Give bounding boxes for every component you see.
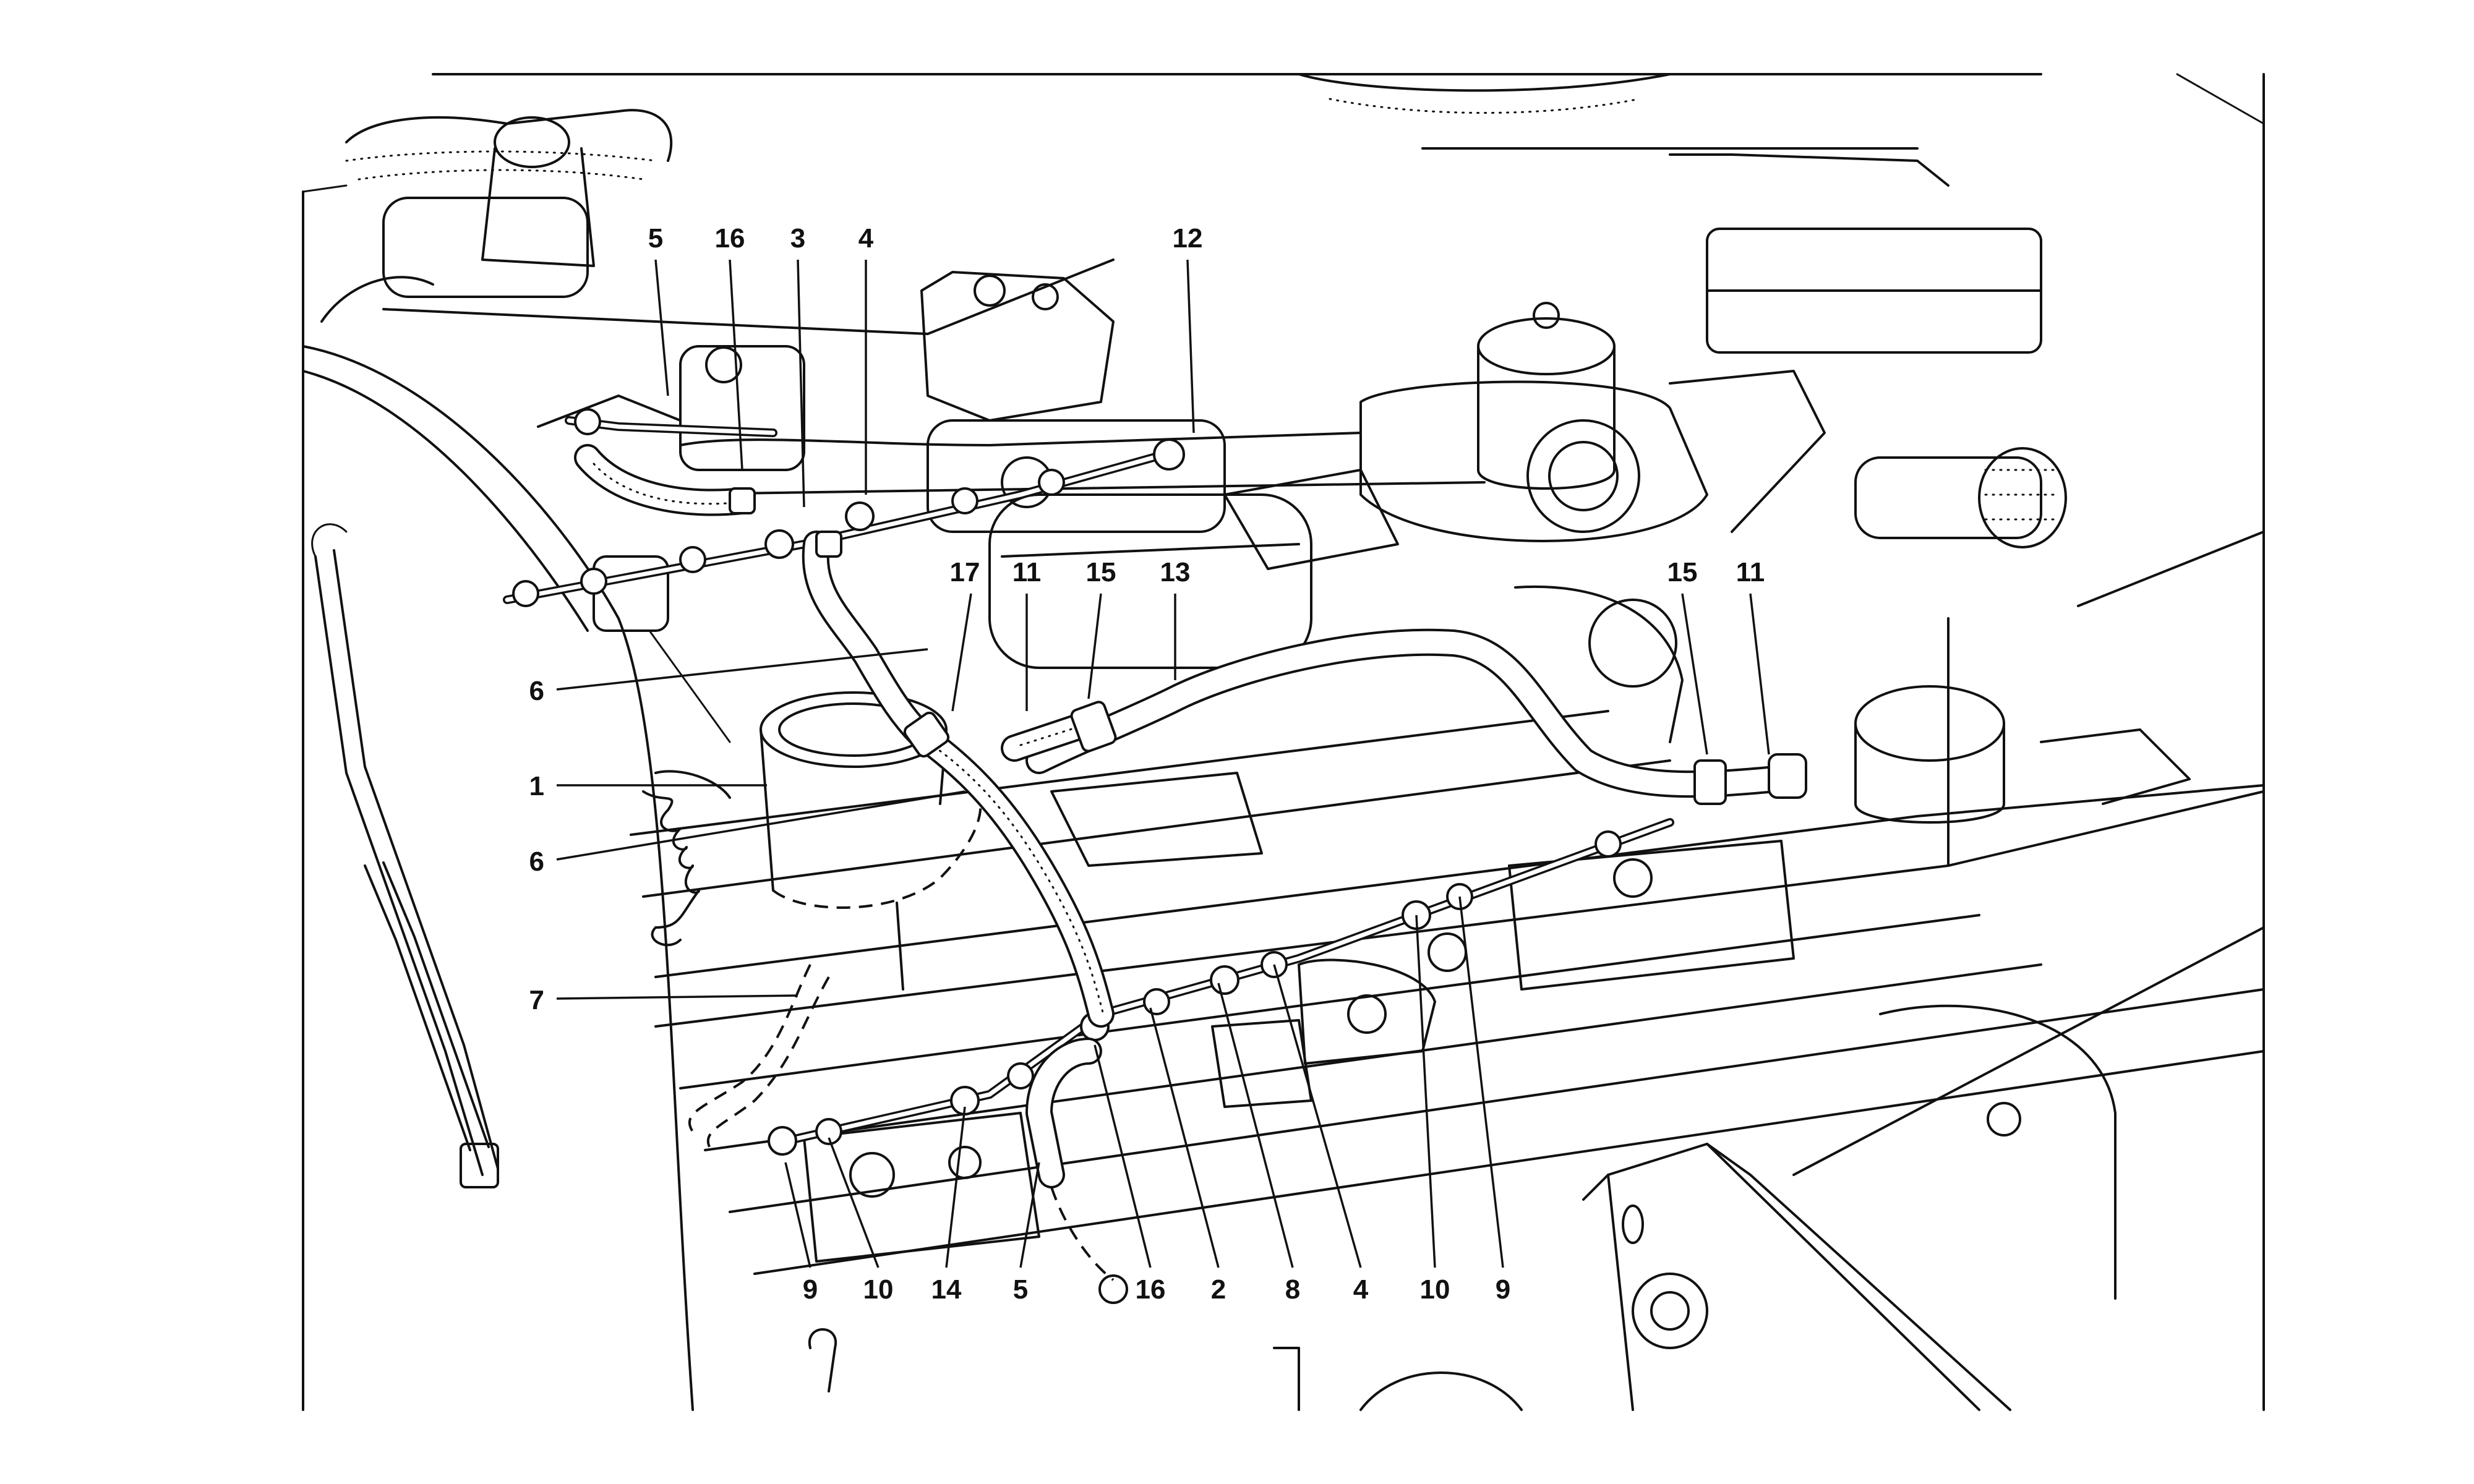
callout-11-left: 11 bbox=[1012, 557, 1042, 587]
callout-7: 7 bbox=[529, 985, 544, 1015]
callout-10-left: 10 bbox=[863, 1274, 894, 1305]
callout-17: 17 bbox=[950, 557, 980, 587]
callout-16-top: 16 bbox=[715, 223, 745, 254]
hose-upper-left bbox=[574, 444, 756, 516]
callout-5-bottom: 5 bbox=[1013, 1274, 1028, 1305]
callout-6-upper: 6 bbox=[529, 676, 544, 706]
hose-filter-to-lower-rail bbox=[908, 722, 1115, 1028]
callout-15-right: 15 bbox=[1667, 557, 1698, 587]
callout-4-bottom: 4 bbox=[1353, 1274, 1369, 1305]
callout-2: 2 bbox=[1211, 1274, 1226, 1305]
throttle-spring bbox=[642, 770, 731, 947]
hose-lower-left bbox=[1025, 1038, 1128, 1304]
callout-9-left: 9 bbox=[803, 1274, 818, 1305]
hose-down-to-filter bbox=[802, 531, 935, 749]
callout-1: 1 bbox=[529, 771, 544, 801]
rear-bulkhead bbox=[320, 73, 1950, 335]
engine-bay-outline bbox=[302, 73, 2265, 1411]
callout-9-right: 9 bbox=[1496, 1274, 1510, 1305]
callout-3: 3 bbox=[790, 223, 805, 254]
callout-8: 8 bbox=[1285, 1274, 1300, 1305]
callout-13: 13 bbox=[1160, 557, 1191, 587]
callout-6-lower: 6 bbox=[529, 846, 544, 877]
main-hose-13 bbox=[1025, 628, 1789, 798]
alternator-bracket bbox=[808, 926, 2265, 1411]
hose-clamps bbox=[729, 487, 1807, 805]
callout-14: 14 bbox=[931, 1274, 962, 1305]
callout-4-top: 4 bbox=[858, 223, 874, 254]
lower-rail-clamps bbox=[768, 830, 1622, 1156]
right-components bbox=[1359, 228, 2265, 867]
engine-block bbox=[630, 419, 2265, 1275]
callout-10-right: 10 bbox=[1420, 1274, 1450, 1305]
upper-rail-clamps bbox=[512, 408, 1185, 607]
callout-labels: 5 16 3 4 12 17 11 15 13 15 11 6 1 6 7 9 … bbox=[529, 223, 1765, 1305]
callout-5-top: 5 bbox=[648, 223, 663, 254]
lower-fuel-rail bbox=[768, 818, 1674, 1156]
callout-15-left: 15 bbox=[1086, 557, 1116, 587]
wiper-arm bbox=[311, 523, 499, 1188]
callout-11-right: 11 bbox=[1736, 557, 1765, 587]
callout-16-bottom: 16 bbox=[1136, 1274, 1166, 1305]
leader-lines bbox=[556, 259, 1770, 1268]
callout-12: 12 bbox=[1173, 223, 1203, 254]
upper-fuel-rail bbox=[503, 408, 1185, 607]
return-line-dashed bbox=[688, 964, 830, 1151]
